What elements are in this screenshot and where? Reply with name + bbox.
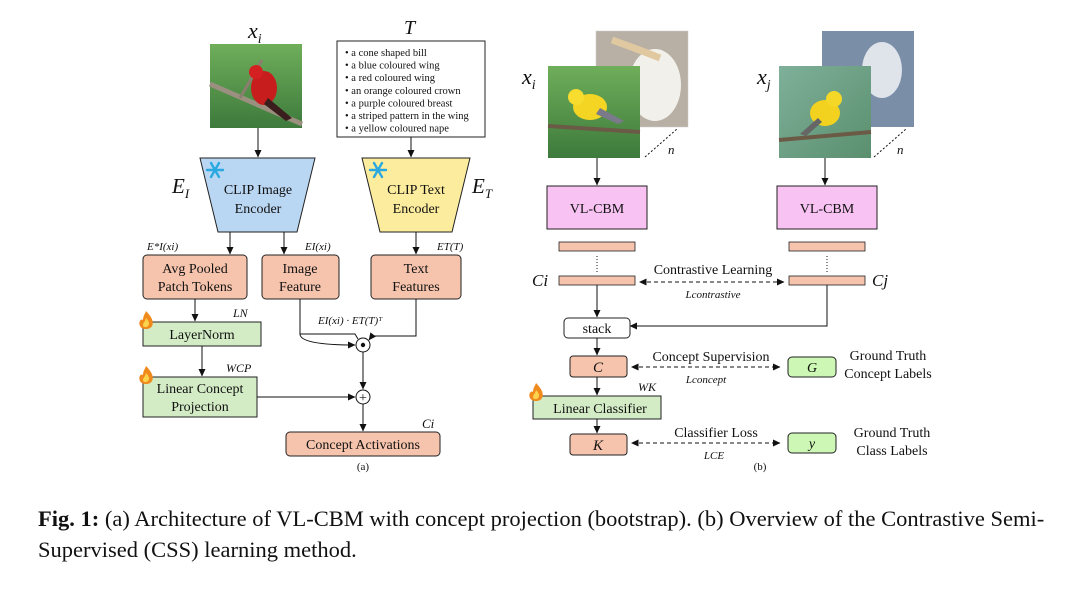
classifier-loss-label: Classifier Loss bbox=[674, 426, 758, 441]
xj-label: xj bbox=[756, 64, 771, 93]
concept-text-box bbox=[336, 40, 486, 138]
layernorm-label: LayerNorm bbox=[169, 328, 234, 343]
vlcbm-box-j bbox=[776, 185, 878, 230]
ci-symbol: Ci bbox=[422, 416, 435, 431]
caption-label: Fig. 1: bbox=[38, 506, 100, 531]
clip-image-encoder bbox=[199, 157, 316, 233]
gt-class-label-2: Class Labels bbox=[856, 444, 927, 459]
panel-b: n xi n xj VL-CBM VL-CBM Ci Cj Contrastiv… bbox=[521, 30, 932, 473]
flame-icon bbox=[139, 366, 153, 384]
flame-icon bbox=[139, 311, 153, 329]
xj-n-label: n bbox=[897, 142, 904, 157]
linear-concept-projection-box bbox=[142, 376, 258, 418]
gt-class-label-1: Ground Truth bbox=[854, 426, 931, 441]
linear-classifier-label: Linear Classifier bbox=[553, 402, 647, 417]
image-encoder-label-1: CLIP Image bbox=[224, 183, 292, 198]
image-encoder-symbol: EI bbox=[171, 174, 190, 201]
concept-item: • a red coloured wing bbox=[345, 73, 436, 84]
c-label: C bbox=[593, 360, 604, 376]
avg-pooled-label-1: Avg Pooled bbox=[162, 262, 227, 277]
concept-item: • a striped pattern in the wing bbox=[345, 111, 470, 122]
ci-bar-top bbox=[558, 241, 636, 252]
linear-concept-label-1: Linear Concept bbox=[157, 382, 244, 397]
concept-item: • an orange coloured crown bbox=[345, 86, 461, 97]
cj-bar-top bbox=[788, 241, 866, 252]
panel-b-label: (b) bbox=[754, 461, 767, 473]
ci-symbol-b: Ci bbox=[532, 271, 548, 290]
text-encoder-label-2: Encoder bbox=[393, 202, 440, 217]
caption-text: (a) Architecture of VL-CBM with concept … bbox=[38, 506, 1045, 562]
ci-bar-bottom bbox=[558, 275, 636, 286]
flame-icon bbox=[529, 383, 543, 401]
l-contrastive-symbol: Lcontrastive bbox=[685, 289, 741, 301]
y-label: y bbox=[807, 437, 816, 452]
ln-symbol: LN bbox=[232, 306, 249, 320]
cj-symbol-b: Cj bbox=[872, 271, 888, 290]
xi-n-label: n bbox=[668, 142, 675, 157]
image-feature-symbol: EI(xi) bbox=[304, 241, 331, 253]
concept-item: • a purple coloured breast bbox=[345, 98, 453, 109]
avg-pooled-label-2: Patch Tokens bbox=[158, 280, 233, 295]
figure-caption: Fig. 1: (a) Architecture of VL-CBM with … bbox=[38, 503, 1048, 565]
k-label: K bbox=[592, 438, 604, 454]
product-symbol: EI(xi) · ET(T)ᵀ bbox=[317, 315, 383, 327]
k-box bbox=[569, 433, 628, 456]
linear-concept-label-2: Projection bbox=[171, 400, 229, 415]
concept-item: • a yellow coloured nape bbox=[345, 124, 449, 135]
plus-symbol: + bbox=[359, 391, 367, 406]
concept-activations-label: Concept Activations bbox=[306, 438, 420, 453]
image-encoder-label-2: Encoder bbox=[235, 202, 282, 217]
concept-item: • a blue coloured wing bbox=[345, 61, 440, 72]
contrastive-learning-label: Contrastive Learning bbox=[654, 263, 773, 278]
wk-symbol: WK bbox=[638, 380, 657, 394]
vlcbm-label-i: VL-CBM bbox=[570, 202, 625, 217]
vlcbm-box-i bbox=[546, 185, 648, 230]
stack-label: stack bbox=[583, 322, 612, 337]
image-feature-label-1: Image bbox=[283, 262, 318, 277]
cj-bar-bottom bbox=[788, 275, 866, 286]
concept-item: • a cone shaped bill bbox=[345, 48, 427, 59]
wcp-symbol: WCP bbox=[226, 361, 252, 375]
xi-label: xi bbox=[521, 64, 536, 93]
text-features-label-2: Features bbox=[392, 280, 439, 295]
vlcbm-label-j: VL-CBM bbox=[800, 202, 855, 217]
l-ce-symbol: LCE bbox=[703, 450, 724, 462]
text-feature-symbol: ET(T) bbox=[436, 241, 464, 253]
panel-a: xi T • a cone shaped bill • a blue colour… bbox=[139, 17, 493, 473]
text-input-label: T bbox=[404, 17, 417, 39]
input-image-label: xi bbox=[247, 18, 262, 47]
patch-token-symbol: E*I(xi) bbox=[146, 241, 178, 253]
concept-list: • a cone shaped bill • a blue coloured wi… bbox=[345, 48, 470, 135]
text-features-label-1: Text bbox=[404, 262, 429, 277]
gt-concept-label-2: Concept Labels bbox=[844, 367, 931, 382]
panel-a-label: (a) bbox=[357, 461, 370, 473]
gt-concept-label-1: Ground Truth bbox=[850, 349, 927, 364]
g-box bbox=[787, 356, 837, 378]
concept-activations-box bbox=[285, 431, 441, 457]
y-box bbox=[787, 432, 837, 454]
image-feature-label-2: Feature bbox=[279, 280, 321, 295]
architecture-figure: xi T • a cone shaped bill • a blue colour… bbox=[139, 17, 932, 473]
input-photo-red-bird bbox=[209, 44, 303, 128]
clip-text-encoder bbox=[361, 157, 471, 233]
text-encoder-symbol: ET bbox=[471, 174, 493, 201]
concept-supervision-label: Concept Supervision bbox=[652, 350, 769, 365]
c-box bbox=[569, 355, 628, 378]
text-encoder-label-1: CLIP Text bbox=[387, 183, 445, 198]
g-label: G bbox=[807, 361, 817, 376]
l-concept-symbol: Lconcept bbox=[685, 374, 727, 386]
